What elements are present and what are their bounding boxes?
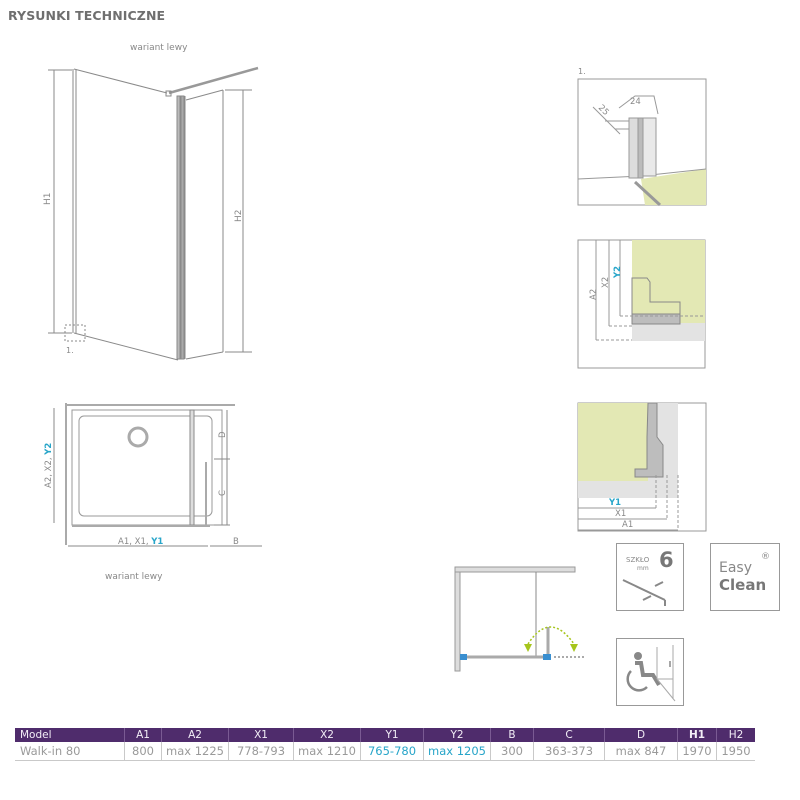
plan-b-label: B	[233, 537, 239, 547]
cell-h1: 1970	[677, 742, 717, 761]
plan-drawing: A2, X2, Y2 A1, X1, Y1 B D C	[44, 403, 262, 547]
glass-unit: mm	[637, 565, 649, 572]
elevation-drawing: H1 H2 1.	[43, 66, 259, 361]
plan-caption: wariant lewy	[105, 572, 163, 582]
col-c: C	[533, 728, 605, 742]
cell-y1: 765-780	[360, 742, 424, 761]
spec-table-header: Model A1 A2 X1 X2 Y1 Y2 B C D H1 H2	[15, 728, 755, 742]
h2-label: H2	[234, 210, 244, 223]
plan-vertical-highlight: Y2	[44, 443, 54, 456]
detail-1-ref: 1.	[578, 67, 586, 76]
detail-3-x1: X1	[615, 509, 626, 519]
detail-ref-label: 1.	[66, 346, 74, 355]
col-x2: X2	[293, 728, 361, 742]
col-h2: H2	[716, 728, 755, 742]
svg-text:A2, X2, Y2: A2, X2, Y2	[44, 443, 54, 488]
col-a2: A2	[161, 728, 229, 742]
cell-b: 300	[490, 742, 534, 761]
easy-label: Easy	[719, 560, 753, 576]
plan-horizontal-label: A1, X1,	[118, 537, 151, 547]
plan-horizontal-highlight: Y1	[150, 537, 163, 547]
elevation-caption: wariant lewy	[130, 43, 188, 53]
svg-text:A1, X1, Y1: A1, X1, Y1	[118, 537, 163, 547]
detail-2-wall-section: A2 X2 Y2	[577, 239, 706, 369]
plan-d-label: D	[218, 431, 228, 438]
cell-x1: 778-793	[228, 742, 294, 761]
glass-value: 6	[659, 548, 674, 572]
detail-3-a1: A1	[622, 520, 633, 530]
cell-y2: max 1205	[423, 742, 491, 761]
detail-1-profile: 1. 25 24	[577, 67, 707, 207]
cell-model: Walk-in 80	[15, 742, 125, 761]
col-y2: Y2	[423, 728, 491, 742]
registered-mark: ®	[761, 552, 770, 562]
col-model: Model	[15, 728, 125, 742]
cell-a2: max 1225	[161, 742, 229, 761]
detail-2-y2: Y2	[613, 266, 623, 279]
accessibility-badge	[616, 638, 684, 706]
cell-h2: 1950	[716, 742, 755, 761]
cell-a1: 800	[124, 742, 162, 761]
page-title: RYSUNKI TECHNICZNE	[8, 8, 166, 23]
col-b: B	[490, 728, 534, 742]
easy-clean-badge: Easy ® Clean	[710, 543, 780, 611]
detail-2-x2: X2	[601, 277, 611, 288]
detail-3-floor-section: Y1 X1 A1	[577, 402, 707, 532]
glass-label: SZKŁO	[626, 556, 650, 564]
wheelchair-icon	[626, 645, 676, 702]
spec-table: Model A1 A2 X1 X2 Y1 Y2 B C D H1 H2 Walk…	[15, 728, 755, 761]
h1-label: H1	[43, 193, 53, 206]
table-row: Walk-in 80 800 max 1225 778-793 max 1210…	[15, 742, 755, 761]
detail-3-y1: Y1	[608, 498, 621, 508]
col-x1: X1	[228, 728, 294, 742]
swing-diagram-icon	[454, 566, 585, 672]
glass-6mm-badge: SZKŁO mm 6	[616, 543, 684, 611]
dim-24: 24	[630, 97, 641, 107]
cell-c: 363-373	[533, 742, 605, 761]
plan-c-label: C	[218, 490, 228, 496]
plan-vertical-label: A2, X2,	[44, 455, 54, 488]
cell-d: max 847	[604, 742, 678, 761]
cell-x2: max 1210	[293, 742, 361, 761]
col-d: D	[604, 728, 678, 742]
clean-label: Clean	[719, 576, 767, 594]
col-a1: A1	[124, 728, 162, 742]
col-h1: H1	[677, 728, 717, 742]
glass-panel-icon	[622, 579, 666, 606]
col-y1: Y1	[360, 728, 424, 742]
detail-2-a2: A2	[589, 289, 599, 300]
